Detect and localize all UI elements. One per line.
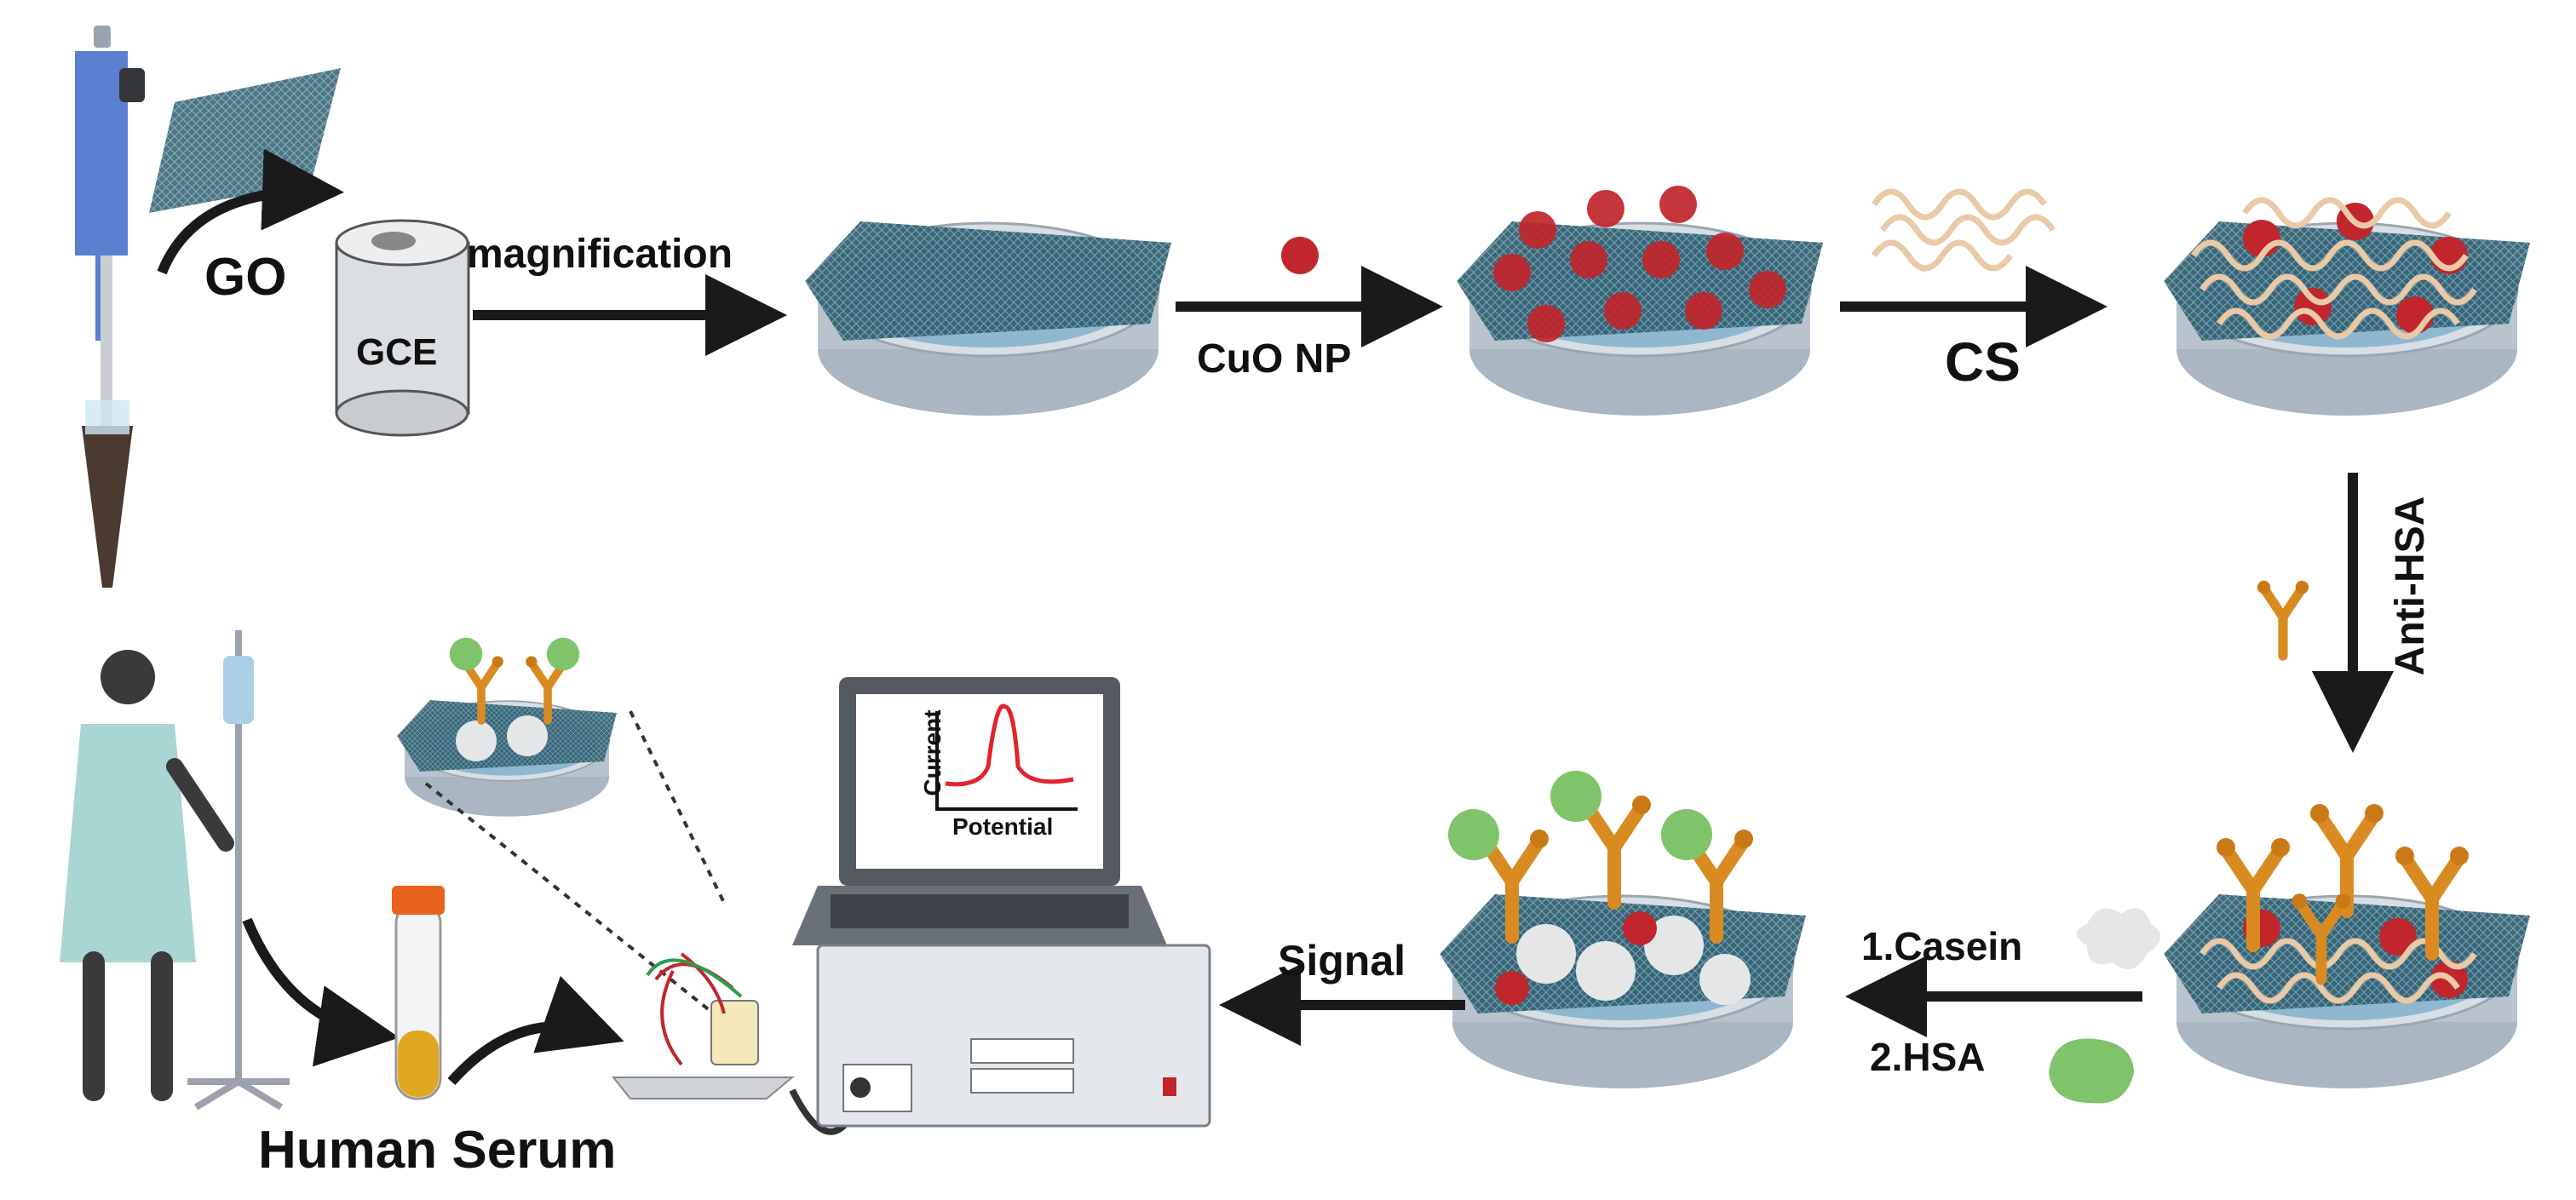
go-arrow <box>157 148 344 275</box>
cuo-np-label: CuO NP <box>1197 336 1352 382</box>
cs-label: CS <box>1945 331 2021 393</box>
voltammogram-axes <box>935 711 1078 811</box>
gce-label: GCE <box>356 331 438 373</box>
serum-tube-icon <box>392 886 445 1100</box>
chitosan-icon <box>1872 188 2056 272</box>
cuo-np-icon <box>1281 237 1319 274</box>
patient-to-tube-arrow <box>242 917 400 1067</box>
tube-to-cell-arrow <box>447 975 624 1085</box>
signal-label: Signal <box>1278 937 1406 985</box>
dish-go <box>805 221 1171 417</box>
patient-icon <box>60 650 234 1101</box>
dish-antibody <box>2164 804 2530 1090</box>
hsa-label: 2.HSA <box>1870 1035 1986 1079</box>
laptop-icon <box>792 677 1167 945</box>
potentiostat-icon <box>816 944 1211 1128</box>
screen-ylabel: Current <box>919 709 946 796</box>
inset-dish <box>397 637 617 818</box>
dish-cs <box>2164 197 2530 417</box>
dish-hsa <box>1440 771 1806 1090</box>
anti-hsa-label: Anti-HSA <box>2388 496 2433 676</box>
human-serum-label: Human Serum <box>258 1121 617 1180</box>
pipette-icon <box>75 26 145 588</box>
casein-icon <box>2076 908 2161 969</box>
antibody-icon <box>2257 581 2309 656</box>
casein-label: 1.Casein <box>1861 924 2023 968</box>
hsa-icon <box>2049 1038 2134 1104</box>
zoom-line <box>424 710 726 1024</box>
magnification-label: magnification <box>467 232 733 277</box>
go-label: GO <box>204 248 287 307</box>
gce-electrode-icon <box>335 219 470 437</box>
iv-stand-icon <box>187 630 290 1111</box>
dish-cuo <box>1457 186 1823 417</box>
voltammogram-curve <box>945 703 1074 787</box>
screen-xlabel: Potential <box>952 813 1054 840</box>
